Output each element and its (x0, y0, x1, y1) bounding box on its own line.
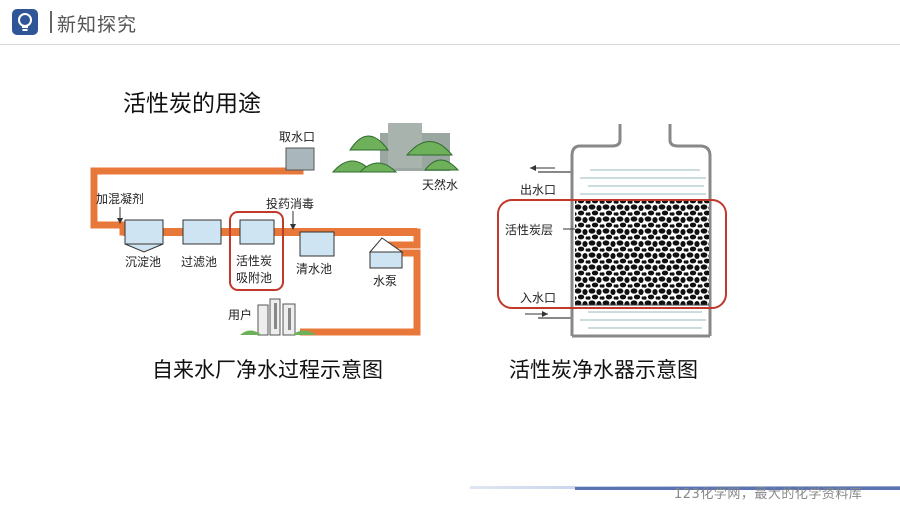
purifier-highlight (497, 199, 727, 309)
header: 新知探究 (0, 0, 900, 46)
carbon-label-line2: 吸附池 (236, 271, 272, 285)
intake-box (285, 147, 315, 171)
disinfect-label: 投药消毒 (266, 196, 314, 211)
coagulant-label: 加混凝剂 (96, 191, 144, 206)
water-plant-diagram: 取水口 天然水 加混凝剂 沉淀池 过滤池 活性炭 吸附池 投药消毒 清水池 水泵… (90, 123, 460, 336)
user-label: 用户 (228, 307, 252, 322)
header-separator (50, 11, 52, 33)
upper-water (580, 169, 706, 195)
footer-line-accent (575, 487, 900, 490)
natural-water-label: 天然水 (422, 177, 458, 192)
carbon-purifier-diagram: 出水口 活性炭层 入水口 (497, 124, 727, 338)
lightbulb-icon (12, 9, 38, 35)
inlet-label: 入水口 (520, 291, 556, 305)
filter-label: 过滤池 (181, 255, 217, 269)
sedimentation-tank (124, 219, 164, 253)
water-plant-caption: 自来水厂净水过程示意图 (152, 358, 383, 382)
section-title: 活性炭的用途 (123, 91, 261, 117)
filter-tank (182, 219, 222, 245)
pump-label: 水泵 (373, 274, 397, 288)
page-title: 新知探究 (57, 14, 138, 36)
carbon-highlight (229, 211, 284, 291)
natural-water-scene (331, 123, 460, 173)
carbon-label-line1: 活性炭 (236, 254, 272, 268)
user-buildings (240, 298, 316, 336)
sedimentation-label: 沉淀池 (125, 255, 161, 269)
purifier-caption: 活性炭净水器示意图 (509, 358, 698, 382)
pump (368, 237, 404, 269)
outlet-label: 出水口 (520, 183, 556, 197)
intake-label: 取水口 (279, 130, 315, 144)
lower-water (580, 311, 706, 329)
carbon-layer-label: 活性炭层 (505, 223, 553, 237)
header-divider (0, 44, 900, 45)
clear-water-label: 清水池 (296, 262, 332, 276)
carbon-tank (239, 219, 275, 245)
clear-water-tank (299, 231, 335, 257)
footer-watermark: 123化学网，最大的化学资料库 (674, 487, 863, 502)
carbon-layer (575, 200, 709, 305)
